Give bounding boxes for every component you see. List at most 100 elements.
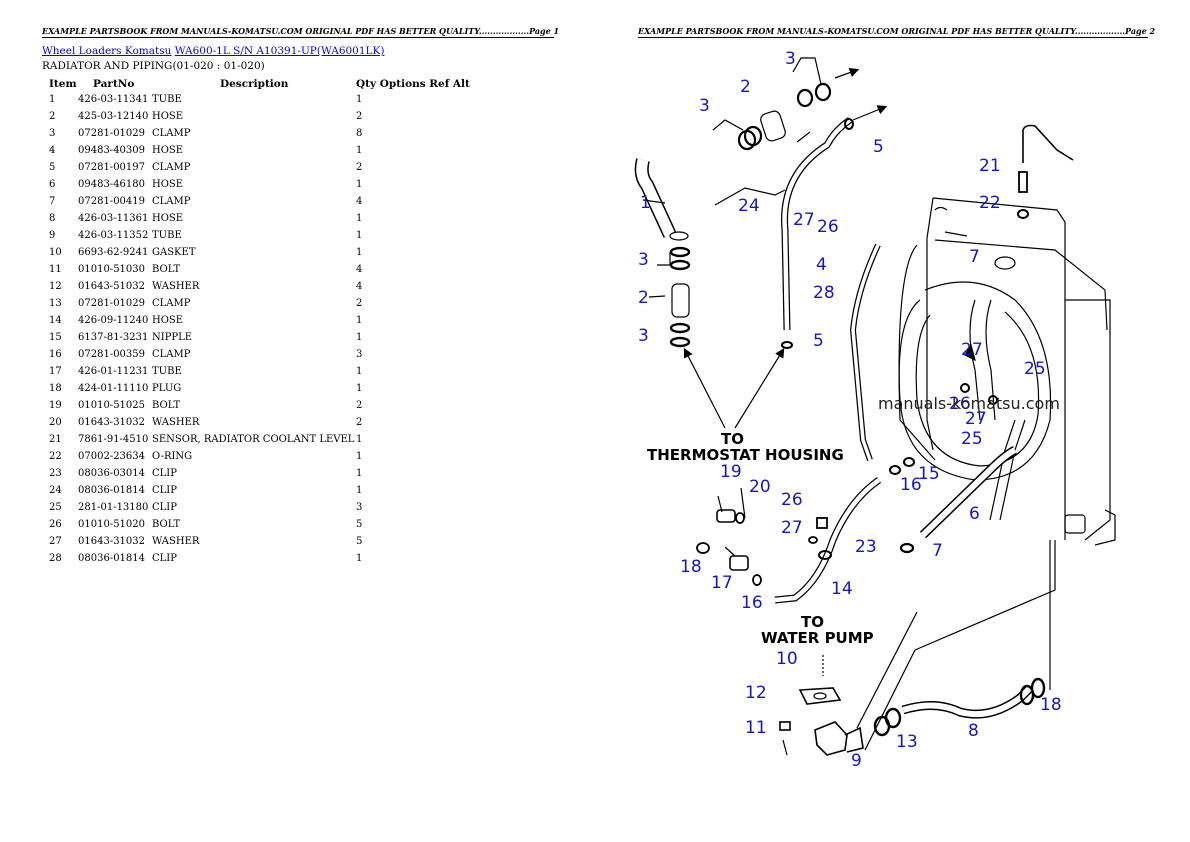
- cell-item: 21: [49, 434, 62, 445]
- cell-qty: 1: [356, 247, 363, 258]
- cell-item: 15: [49, 332, 62, 343]
- cell-description: TUBE: [152, 94, 182, 105]
- caption-to-water-pump: TO: [801, 613, 824, 631]
- cell-qty: 1: [356, 468, 363, 479]
- cell-partno: 426-03-11361: [78, 213, 149, 224]
- callout-13: 13: [896, 732, 918, 752]
- cell-qty: 1: [356, 485, 363, 496]
- callout-3: 3: [638, 326, 649, 346]
- cell-item: 27: [49, 536, 62, 547]
- cell-description: TUBE: [152, 230, 182, 241]
- callout-22: 22: [979, 193, 1001, 213]
- cell-qty: 1: [356, 451, 363, 462]
- cell-qty: 1: [356, 553, 363, 564]
- callout-25: 25: [961, 429, 983, 449]
- cell-item: 4: [49, 145, 56, 156]
- cell-partno: 08036-01814: [78, 485, 146, 496]
- cell-qty: 2: [356, 417, 363, 428]
- cell-description: BOLT: [152, 264, 181, 275]
- cell-item: 18: [49, 383, 62, 394]
- callout-3: 3: [785, 49, 796, 69]
- cell-description: CLIP: [152, 553, 177, 564]
- callout-12: 12: [745, 683, 767, 703]
- callout-labels: 1 2 2 3 3 3 3 4 5 5 6 7 7 8 9 10 11 12 1…: [638, 49, 1062, 771]
- cell-description: HOSE: [152, 213, 184, 224]
- breadcrumb-link-model[interactable]: WA600-1L S/N A10391-UP(WA6001LK): [174, 45, 385, 57]
- cell-description: O-RING: [152, 451, 193, 462]
- cell-item: 26: [49, 519, 62, 530]
- cell-qty: 3: [356, 349, 363, 360]
- cell-partno: 426-03-11341: [78, 94, 149, 105]
- line-art: [634, 57, 1116, 756]
- cell-qty: 2: [356, 298, 363, 309]
- callout-8: 8: [968, 721, 979, 741]
- table-row: 19 01010-51025 BOLT 2: [0, 400, 595, 417]
- column-header-qty: Qty Options Ref Alt: [356, 78, 470, 90]
- cell-description: CLAMP: [152, 196, 191, 207]
- cell-partno: 426-03-11352: [78, 230, 149, 241]
- cell-qty: 1: [356, 94, 363, 105]
- callout-1: 1: [640, 193, 651, 213]
- breadcrumb-link-category[interactable]: Wheel Loaders Komatsu: [42, 45, 172, 57]
- cell-partno: 01010-51025: [78, 400, 146, 411]
- cell-qty: 1: [356, 383, 363, 394]
- caption-to-thermostat: TO: [721, 430, 744, 448]
- cell-partno: 425-03-12140: [78, 111, 149, 122]
- cell-description: SENSOR, RADIATOR COOLANT LEVEL: [152, 434, 355, 445]
- callout-27: 27: [781, 518, 803, 538]
- cell-partno: 09483-46180: [78, 179, 146, 190]
- cell-item: 19: [49, 400, 62, 411]
- cell-description: WASHER: [152, 536, 200, 547]
- cell-description: HOSE: [152, 179, 184, 190]
- cell-item: 25: [49, 502, 62, 513]
- cell-partno: 09483-40309: [78, 145, 146, 156]
- cell-partno: 01643-51032: [78, 281, 146, 292]
- cell-description: HOSE: [152, 145, 184, 156]
- callout-10: 10: [776, 649, 798, 669]
- cell-item: 16: [49, 349, 62, 360]
- cell-qty: 1: [356, 434, 363, 445]
- cell-qty: 2: [356, 111, 363, 122]
- cell-description: CLIP: [152, 502, 177, 513]
- caption-water-pump: WATER PUMP: [761, 629, 874, 647]
- cell-description: BOLT: [152, 400, 181, 411]
- cell-item: 22: [49, 451, 62, 462]
- cell-description: CLIP: [152, 485, 177, 496]
- cell-description: CLAMP: [152, 162, 191, 173]
- cell-partno: 6693-62-9241: [78, 247, 149, 258]
- callout-16: 16: [900, 475, 922, 495]
- cell-description: CLAMP: [152, 128, 191, 139]
- cell-description: CLIP: [152, 468, 177, 479]
- cell-qty: 3: [356, 502, 363, 513]
- cell-item: 2: [49, 111, 56, 122]
- callout-14: 14: [831, 579, 853, 599]
- cell-partno: 281-01-13180: [78, 502, 149, 513]
- cell-item: 14: [49, 315, 62, 326]
- callout-15: 15: [918, 464, 940, 484]
- cell-description: GASKET: [152, 247, 196, 258]
- column-header-item: Item: [49, 78, 77, 90]
- cell-qty: 5: [356, 519, 363, 530]
- callout-11: 11: [745, 718, 767, 738]
- callout-16: 16: [741, 593, 763, 613]
- callout-27: 27: [965, 409, 987, 429]
- cell-partno: 07281-00197: [78, 162, 146, 173]
- cell-partno: 07281-01029: [78, 128, 146, 139]
- callout-5: 5: [873, 137, 884, 157]
- cell-description: CLAMP: [152, 298, 191, 309]
- cell-qty: 2: [356, 400, 363, 411]
